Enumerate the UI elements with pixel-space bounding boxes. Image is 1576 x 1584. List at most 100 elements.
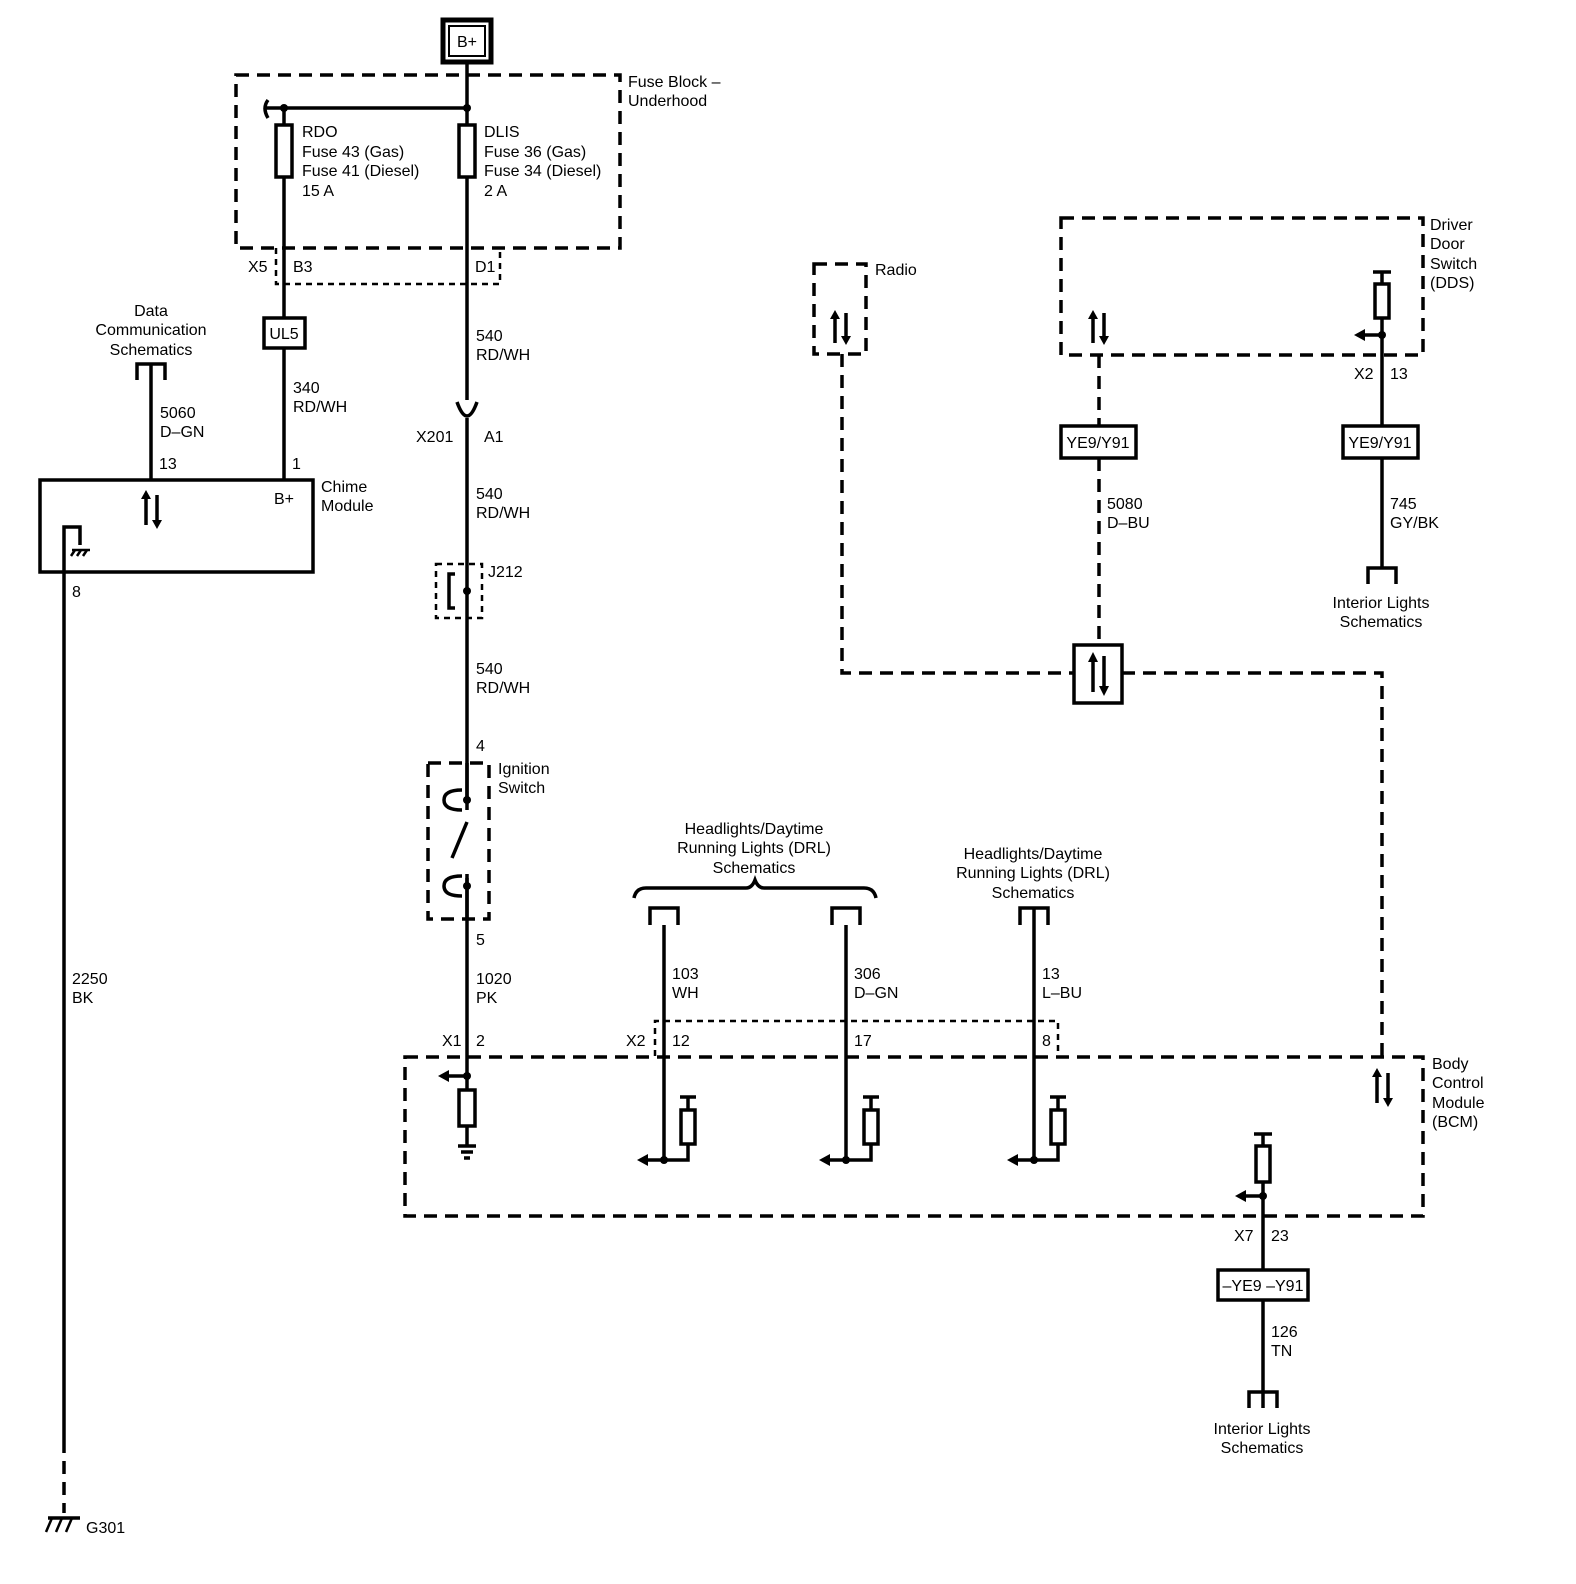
- connector-x2-bcm-label: X2: [626, 1033, 646, 1050]
- data-comm-label-1: Data: [134, 303, 168, 320]
- wire-540-b-number: 540: [476, 486, 503, 503]
- wire-13-color: L–BU: [1042, 985, 1082, 1002]
- dds-serial-data-icon: [1088, 310, 1109, 345]
- wire-13-number: 13: [1042, 966, 1060, 983]
- fuse-block-sublabel: Underhood: [628, 93, 707, 110]
- chime-bplus-label: B+: [274, 491, 294, 508]
- bcm-name-2: Control: [1432, 1075, 1484, 1092]
- chime-pin-13: 13: [159, 456, 177, 473]
- wire-540-a-color: RD/WH: [476, 347, 530, 364]
- wire-5080-number: 5080: [1107, 496, 1143, 513]
- fuse-dlis-gas: Fuse 36 (Gas): [484, 144, 586, 161]
- fuse-dlis-icon: [457, 123, 477, 179]
- fuse-dlis-rating: 2 A: [484, 183, 507, 200]
- ignition-pin-5: 5: [476, 932, 485, 949]
- splice-j212-icon: [447, 572, 455, 610]
- bcm-input-13-icon: [1007, 1095, 1067, 1166]
- fuse-block-outline: [234, 73, 622, 250]
- wire-103-number: 103: [672, 966, 699, 983]
- battery-positive-terminal: B+: [440, 17, 494, 65]
- wire-5080-color: D–BU: [1107, 515, 1150, 532]
- chime-serial-data-icon: [141, 490, 162, 529]
- bcm-input-103-icon: [637, 1095, 697, 1166]
- dds-connector-label: X2: [1354, 366, 1374, 383]
- option-right-label: YE9/Y91: [1348, 435, 1411, 452]
- fuse-rdo-rating: 15 A: [302, 183, 334, 200]
- dds-name-3: Switch: [1430, 256, 1477, 273]
- drl-group-2-label-3: Schematics: [992, 885, 1075, 902]
- connector-x5-outline: [274, 248, 502, 286]
- wire-540-a-number: 540: [476, 328, 503, 345]
- connector-x5-pin-d1: D1: [475, 259, 496, 276]
- wire-126-number: 126: [1271, 1324, 1298, 1341]
- wire-540-c-number: 540: [476, 661, 503, 678]
- wire-306-color: D–GN: [854, 985, 898, 1002]
- splice-j212-label: J212: [488, 564, 523, 581]
- ground-g301-label: G301: [86, 1520, 125, 1537]
- ignition-contact-lower-icon: [442, 874, 463, 898]
- fuse-block-label: Fuse Block –: [628, 74, 721, 91]
- interior-lights-top-label-1: Interior Lights: [1333, 595, 1430, 612]
- wire-1020-number: 1020: [476, 971, 512, 988]
- fuse-dlis-diesel: Fuse 34 (Diesel): [484, 163, 601, 180]
- wire-2250-color: BK: [72, 990, 94, 1007]
- drl-306-reference-icon: [830, 906, 862, 925]
- bcm-ignition-input-icon: [438, 1070, 477, 1160]
- ground-g301-icon: [44, 1516, 80, 1533]
- fuse-rdo-gas: Fuse 43 (Gas): [302, 144, 404, 161]
- radio-label: Radio: [875, 262, 917, 279]
- interior-lights-bottom-label-2: Schematics: [1221, 1440, 1304, 1457]
- connector-x5-label: X5: [248, 259, 268, 276]
- wire-1020-color: PK: [476, 990, 498, 1007]
- radio-serial-data-icon: [830, 310, 851, 345]
- connector-x1-pin: 2: [476, 1033, 485, 1050]
- drl-group-1-bracket: [632, 875, 878, 899]
- bcm-serial-data-line: [1122, 671, 1384, 1057]
- wire-103-color: WH: [672, 985, 699, 1002]
- radio-outline: [812, 262, 868, 356]
- bcm-input-306-icon: [819, 1095, 880, 1166]
- chime-module-box: [38, 478, 315, 574]
- radio-serial-data-line: [840, 354, 1074, 675]
- fuse-rdo-name: RDO: [302, 124, 338, 141]
- wire-340-number: 340: [293, 380, 320, 397]
- dds-connector-pin: 13: [1390, 366, 1408, 383]
- option-bottom-box: [1216, 1268, 1310, 1302]
- bcm-name-4: (BCM): [1432, 1114, 1478, 1131]
- connector-x7-label: X7: [1234, 1228, 1254, 1245]
- serial-data-junction-icon: [1072, 643, 1124, 705]
- wire-2250-number: 2250: [72, 971, 108, 988]
- wire-745-number: 745: [1390, 496, 1417, 513]
- drl-group-1-label-1: Headlights/Daytime: [685, 821, 824, 838]
- drl-group-1-label-2: Running Lights (DRL): [677, 840, 831, 857]
- option-left-label: YE9/Y91: [1066, 435, 1129, 452]
- wire-745-color: GY/BK: [1390, 515, 1439, 532]
- connector-x201-label: X201: [416, 429, 453, 446]
- bcm-name-1: Body: [1432, 1056, 1468, 1073]
- wire-306-number: 306: [854, 966, 881, 983]
- wire-540-b-color: RD/WH: [476, 505, 530, 522]
- splice-j212-outline: [434, 562, 484, 620]
- dds-name-4: (DDS): [1430, 275, 1474, 292]
- fuse-rdo-icon: [274, 123, 294, 179]
- ignition-pin-4: 4: [476, 738, 485, 755]
- interior-lights-bottom-label-1: Interior Lights: [1214, 1421, 1311, 1438]
- data-comm-label-3: Schematics: [110, 342, 193, 359]
- fuse-rdo-diesel: Fuse 41 (Diesel): [302, 163, 419, 180]
- chime-pin-8: 8: [72, 584, 81, 601]
- ignition-switch-outline: [426, 761, 491, 921]
- bcm-output-x7-icon: [1235, 1132, 1272, 1270]
- chime-pin-1: 1: [292, 456, 301, 473]
- connector-x2-pin-8: 8: [1042, 1033, 1051, 1050]
- wire-5060-color: D–GN: [160, 424, 204, 441]
- wire-340-color: RD/WH: [293, 399, 347, 416]
- ignition-switch-name-2: Switch: [498, 780, 545, 797]
- ignition-switch-name: Ignition: [498, 761, 550, 778]
- connector-x5-pin-b3: B3: [293, 259, 313, 276]
- connector-x1-label: X1: [442, 1033, 462, 1050]
- bcm-outline: [403, 1055, 1425, 1218]
- wire-540-c-color: RD/WH: [476, 680, 530, 697]
- dds-name-2: Door: [1430, 236, 1465, 253]
- drl-group-2-label-1: Headlights/Daytime: [964, 846, 1103, 863]
- interior-lights-top-label-2: Schematics: [1340, 614, 1423, 631]
